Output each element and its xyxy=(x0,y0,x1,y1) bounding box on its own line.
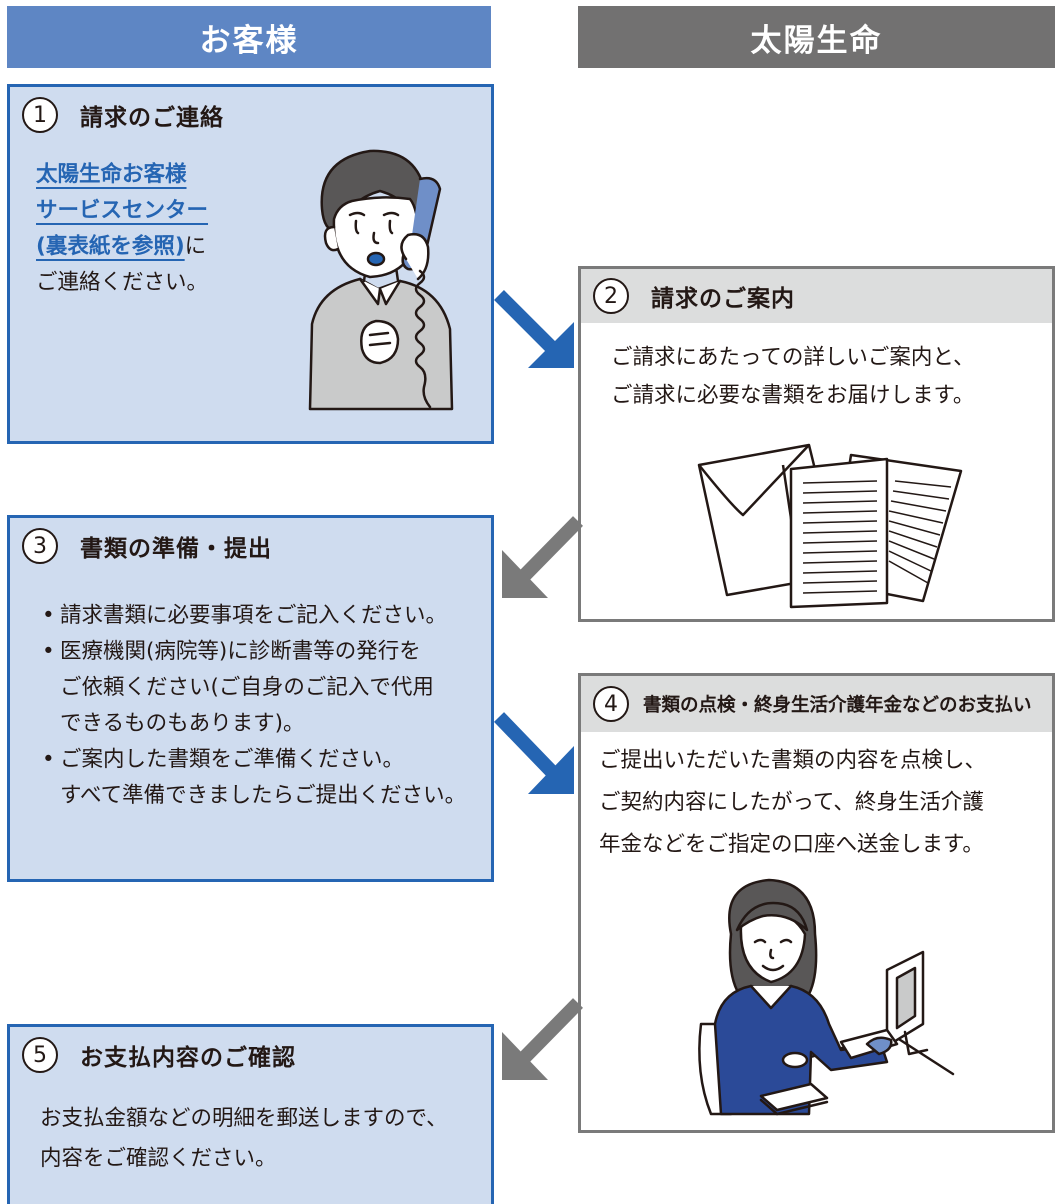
bullet-3-line-2: すべて準備できましたらご提出ください。 xyxy=(60,783,467,808)
step-5-body: お支払金額などの明細を郵送しますので、 内容をご確認ください。 xyxy=(40,1099,448,1179)
step-3-bullets: 請求書類に必要事項をご記入ください。 医療機関(病院等)に診断書等の発行を ご依… xyxy=(40,598,490,814)
step-4-number: 4 xyxy=(593,686,629,722)
service-center-link-1[interactable]: 太陽生命お客様 xyxy=(36,162,187,187)
arrow-step3-to-step4 xyxy=(494,712,574,794)
arrow-step4-to-step5 xyxy=(502,998,583,1080)
step-2-number: 2 xyxy=(593,278,629,314)
step-4-card: 4 書類の点検・終身生活介護年金などのお支払い ご提出いただいた書類の内容を点検… xyxy=(578,673,1055,1133)
bullet-2: 医療機関(病院等)に診断書等の発行を ご依頼ください(ご自身のご記入で代用 でき… xyxy=(40,634,490,742)
service-center-link-3[interactable]: (裏表紙を参照) xyxy=(36,234,185,259)
step-3-number: 3 xyxy=(22,528,58,564)
step-4-header: 4 書類の点検・終身生活介護年金などのお支払い xyxy=(581,676,1052,732)
step-3-card: 3 書類の準備・提出 請求書類に必要事項をご記入ください。 医療機関(病院等)に… xyxy=(7,515,494,882)
step-5-title: お支払内容のご確認 xyxy=(80,1045,296,1071)
bullet-3-line-1: ご案内した書類をご準備ください。 xyxy=(60,747,405,772)
step-5-card: 5 お支払内容のご確認 お支払金額などの明細を郵送しますので、 内容をご確認くだ… xyxy=(7,1024,494,1204)
bullet-2-line-3: できるものもあります)。 xyxy=(60,711,305,736)
company-column-header: 太陽生命 xyxy=(578,6,1055,68)
step-4-line-3: 年金などをご指定の口座へ送金します。 xyxy=(599,832,984,857)
bullet-1: 請求書類に必要事項をご記入ください。 xyxy=(40,598,490,634)
customer-header-label: お客様 xyxy=(199,22,299,59)
step-3-header: 3 書類の準備・提出 xyxy=(10,518,491,574)
bullet-1-text: 請求書類に必要事項をご記入ください。 xyxy=(60,603,448,628)
link-suffix: に xyxy=(184,234,207,259)
step-1-header: 1 請求のご連絡 xyxy=(10,87,491,143)
woman-at-computer-illustration xyxy=(698,878,955,1116)
step-4-title: 書類の点検・終身生活介護年金などのお支払い xyxy=(643,695,1032,716)
step-5-header: 5 お支払内容のご確認 xyxy=(10,1027,491,1083)
bullet-2-line-2: ご依頼ください(ご自身のご記入で代用 xyxy=(60,675,434,700)
step-4-line-1: ご提出いただいた書類の内容を点検し、 xyxy=(599,748,987,773)
arrow-step1-to-step2 xyxy=(494,290,574,368)
man-on-phone-illustration xyxy=(308,149,454,411)
step-2-title: 請求のご案内 xyxy=(651,286,795,312)
service-center-link-2[interactable]: サービスセンター xyxy=(36,198,209,223)
step-2-line-2: ご請求に必要な書類をお届けします。 xyxy=(611,383,975,408)
step-2-header: 2 請求のご案内 xyxy=(581,269,1052,323)
step-2-line-1: ご請求にあたっての詳しいご案内と、 xyxy=(611,345,975,370)
bullet-2-line-1: 医療機関(病院等)に診断書等の発行を xyxy=(60,639,421,664)
step-5-line-2: 内容をご確認ください。 xyxy=(40,1146,277,1171)
step-4-body: ご提出いただいた書類の内容を点検し、 ご契約内容にしたがって、終身生活介護 年金… xyxy=(599,740,986,866)
bullet-3: ご案内した書類をご準備ください。 すべて準備できましたらご提出ください。 xyxy=(40,742,490,814)
step-4-line-2: ご契約内容にしたがって、終身生活介護 xyxy=(599,790,984,815)
step-5-number: 5 xyxy=(22,1037,58,1073)
step-1-title: 請求のご連絡 xyxy=(80,105,224,131)
step-2-body: ご請求にあたっての詳しいご案内と、 ご請求に必要な書類をお届けします。 xyxy=(611,339,975,415)
customer-column-header: お客様 xyxy=(7,6,491,68)
step-1-text: ご連絡ください。 xyxy=(36,270,209,295)
documents-illustration xyxy=(697,443,963,609)
step-1-number: 1 xyxy=(22,97,58,133)
step-3-title: 書類の準備・提出 xyxy=(80,536,272,562)
step-5-line-1: お支払金額などの明細を郵送しますので、 xyxy=(40,1106,448,1131)
company-header-label: 太陽生命 xyxy=(750,22,883,59)
step-1-card: 1 請求のご連絡 太陽生命お客様 サービスセンター (裏表紙を参照)に ご連絡く… xyxy=(7,84,494,444)
step-2-card: 2 請求のご案内 ご請求にあたっての詳しいご案内と、 ご請求に必要な書類をお届け… xyxy=(578,266,1055,622)
arrow-step2-to-step3 xyxy=(502,516,583,598)
step-1-body: 太陽生命お客様 サービスセンター (裏表紙を参照)に ご連絡ください。 xyxy=(36,157,208,301)
